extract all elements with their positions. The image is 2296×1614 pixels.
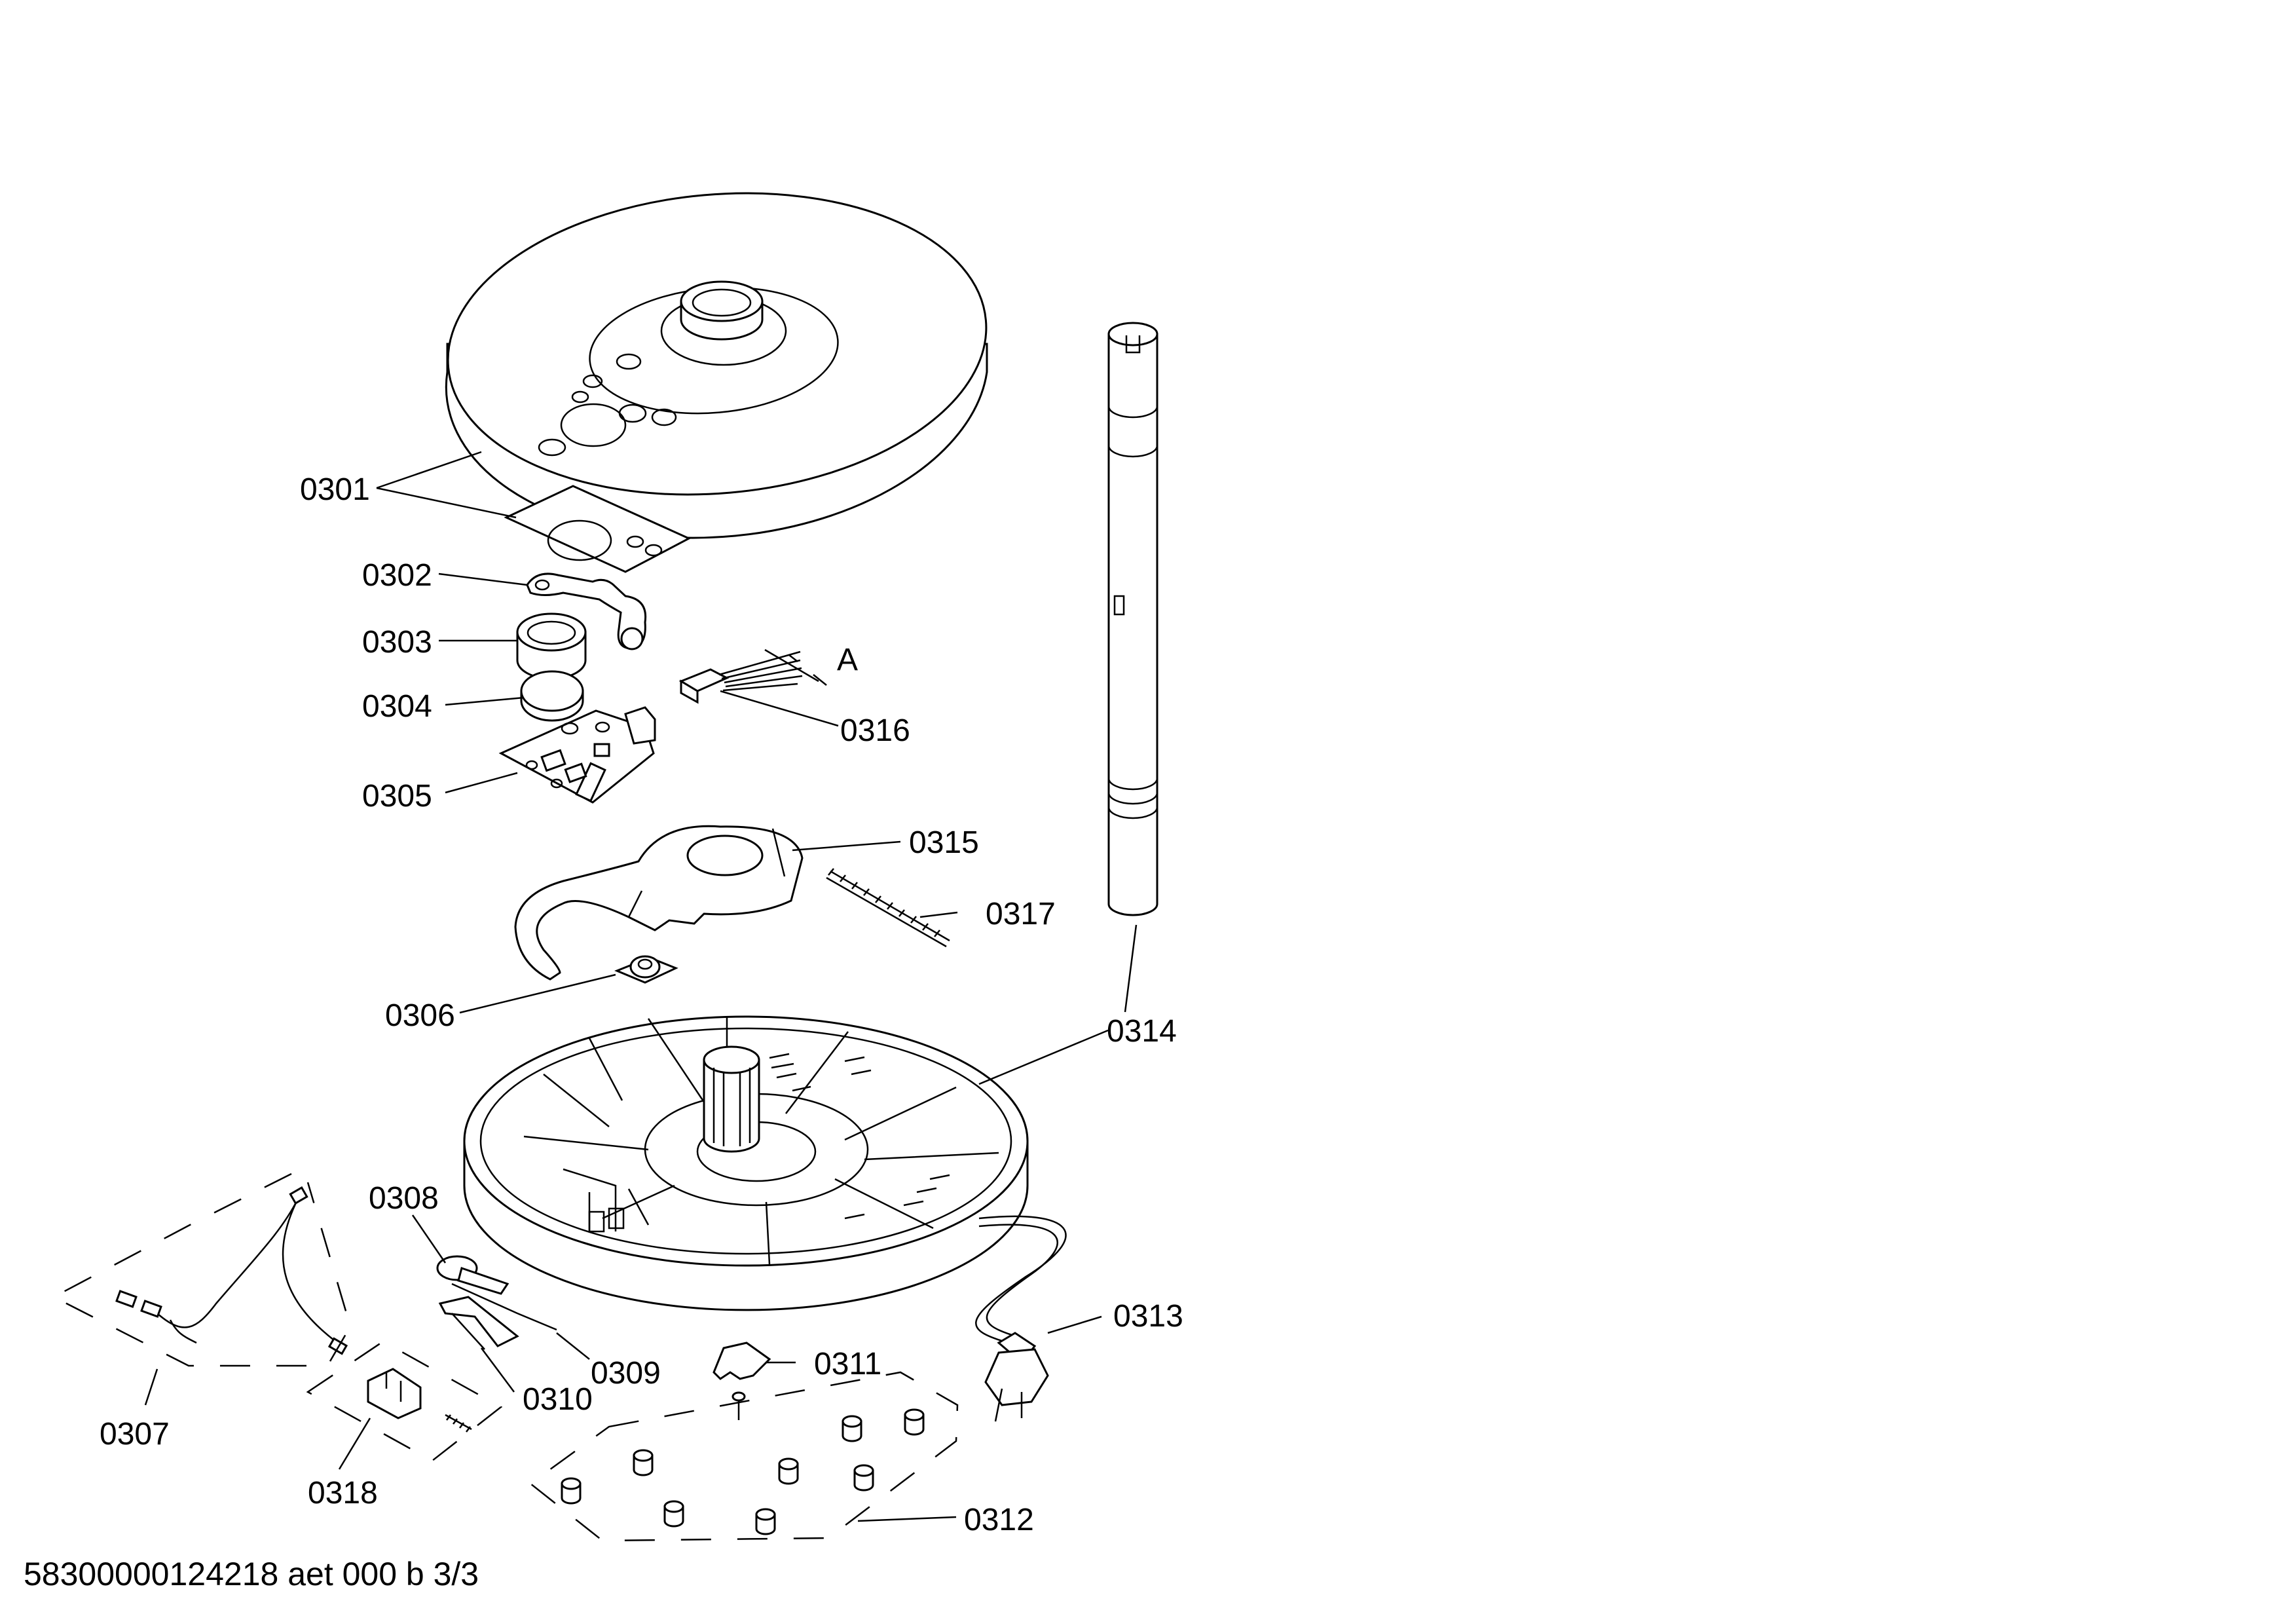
part-0314-pole: [1107, 322, 1158, 916]
part-0309-contact: [451, 1283, 557, 1331]
foot: [853, 1464, 874, 1492]
part-0318-slider: [367, 1368, 472, 1433]
label-0310: 0310: [523, 1382, 593, 1417]
label-0315: 0315: [909, 825, 979, 860]
part-0302-bracket: [526, 572, 647, 650]
foot: [842, 1415, 862, 1442]
part-0313-power-cable: [975, 1215, 1067, 1422]
part-0308-switch: [436, 1255, 509, 1295]
label-0307: 0307: [100, 1417, 170, 1452]
label-0314: 0314: [1107, 1014, 1177, 1049]
foot: [755, 1508, 776, 1535]
group-outline-0312: [528, 1371, 959, 1542]
part-0305-circuit-board: [498, 706, 656, 804]
foot: [561, 1477, 582, 1505]
group-outline-0307: [52, 1173, 352, 1367]
part-0303-ring: [516, 612, 587, 680]
part-0314-base-hub: [703, 1045, 760, 1153]
part-0306-gear: [614, 955, 678, 984]
label-0316: 0316: [840, 713, 910, 748]
part-0301-top-cover: [445, 192, 988, 539]
part-0312-feet: [561, 1408, 925, 1535]
part-0317-spring: [826, 868, 950, 948]
foot: [904, 1408, 925, 1436]
label-connector-a: A: [837, 643, 858, 677]
label-0309: 0309: [591, 1356, 661, 1391]
label-0301: 0301: [300, 472, 370, 507]
foot: [663, 1500, 684, 1528]
foot: [633, 1449, 654, 1476]
label-0312: 0312: [964, 1503, 1034, 1537]
part-0311-cable-clamp: [713, 1342, 771, 1420]
label-0304: 0304: [362, 689, 432, 724]
leader-lines: [144, 451, 1138, 1522]
part-0310-spring-contact: [438, 1296, 519, 1350]
label-0303: 0303: [362, 625, 432, 660]
label-0302: 0302: [362, 558, 432, 593]
drawing-reference-footer: 58300000124218 aet 000 b 3/3: [24, 1556, 479, 1592]
part-0307-wire-harness: [115, 1186, 348, 1355]
part-0316-connector: [678, 648, 827, 704]
label-0308: 0308: [369, 1181, 439, 1216]
label-0311: 0311: [814, 1347, 881, 1381]
label-0318: 0318: [308, 1476, 378, 1511]
part-0301-gasket-plate: [504, 485, 692, 573]
part-0304-cap: [520, 670, 584, 722]
label-0317: 0317: [986, 897, 1056, 931]
group-outline-0318: [306, 1340, 503, 1462]
label-0313: 0313: [1113, 1299, 1183, 1334]
foot: [778, 1457, 799, 1485]
label-0305: 0305: [362, 779, 432, 814]
part-0315-lever: [514, 825, 804, 981]
label-0306: 0306: [385, 998, 455, 1033]
